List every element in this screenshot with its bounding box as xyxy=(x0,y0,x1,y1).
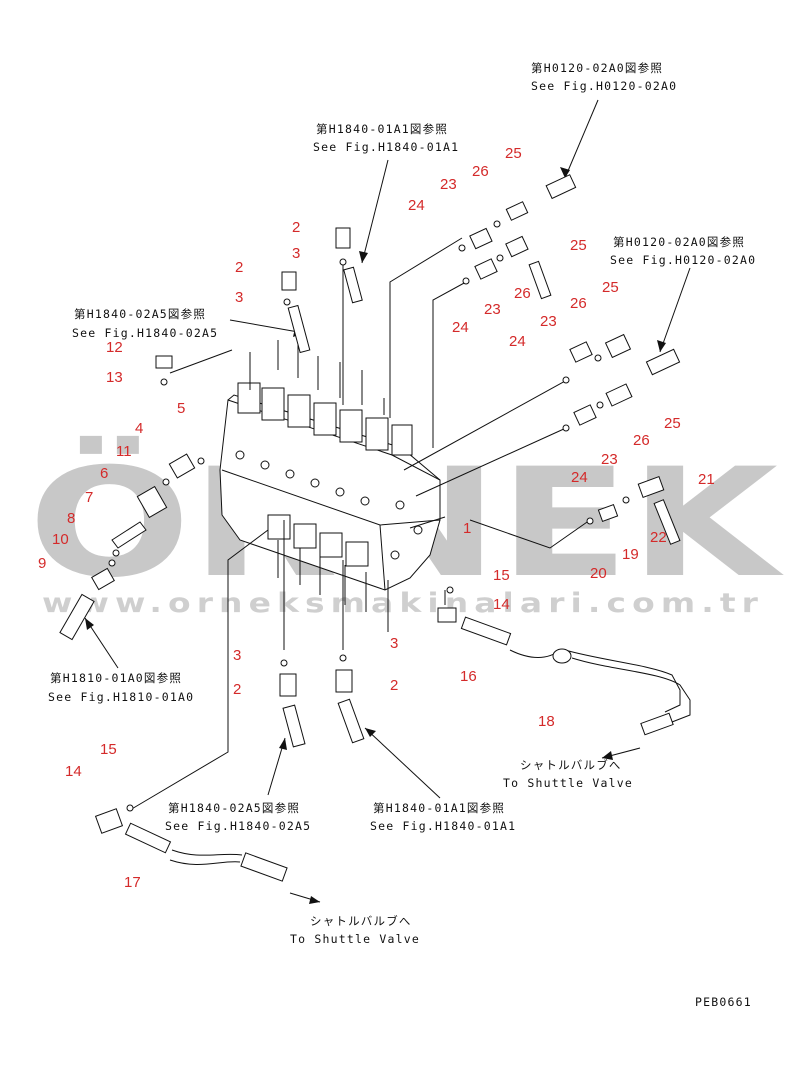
callout-2: 2 xyxy=(292,219,300,236)
callout-12: 12 xyxy=(106,339,123,356)
ref-h0120-top-en: See Fig.H0120-02A0 xyxy=(531,79,677,93)
reference-labels: 第H0120-02A0図参照 See Fig.H0120-02A0 第H0120… xyxy=(48,61,756,1009)
drawing-code: PEB0661 xyxy=(695,995,752,1009)
callout-6: 6 xyxy=(100,465,108,482)
callout-7: 7 xyxy=(85,489,93,506)
ref-h1810-en: See Fig.H1810-01A0 xyxy=(48,690,194,704)
callout-16: 16 xyxy=(460,668,477,685)
callout-23: 23 xyxy=(484,301,501,318)
callout-13: 13 xyxy=(106,369,123,386)
callout-24: 24 xyxy=(571,469,588,486)
callout-25: 25 xyxy=(570,237,587,254)
callout-2: 2 xyxy=(233,681,241,698)
ref-h1840-01a1-bottom-en: See Fig.H1840-01A1 xyxy=(370,819,516,833)
callout-3: 3 xyxy=(233,647,241,664)
callout-10: 10 xyxy=(52,531,69,548)
callout-14: 14 xyxy=(65,763,82,780)
ref-h0120-right-jp: 第H0120-02A0図参照 xyxy=(613,235,745,249)
ref-h1840-01a1-top-en: See Fig.H1840-01A1 xyxy=(313,140,459,154)
callout-5: 5 xyxy=(177,400,185,417)
callout-26: 26 xyxy=(570,295,587,312)
ref-shuttle-right-en: To Shuttle Valve xyxy=(503,776,633,790)
callout-23: 23 xyxy=(540,313,557,330)
ref-shuttle-bottom-en: To Shuttle Valve xyxy=(290,932,420,946)
ref-h1840-01a1-top-jp: 第H1840-01A1図参照 xyxy=(316,122,448,136)
ports xyxy=(235,450,423,560)
watermark-url: www.orneksmakinalari.com.tr xyxy=(42,588,764,619)
callout-24: 24 xyxy=(452,319,469,336)
callout-3: 3 xyxy=(390,635,398,652)
callout-14: 14 xyxy=(493,596,510,613)
ref-h1840-01a1-bottom-jp: 第H1840-01A1図参照 xyxy=(373,801,505,815)
spool-caps-bottom xyxy=(267,514,369,567)
callout-26: 26 xyxy=(472,163,489,180)
callout-2: 2 xyxy=(235,259,243,276)
ref-h1840-02a5-left-en: See Fig.H1840-02A5 xyxy=(72,326,218,340)
ref-h1840-02a5-bottom-en: See Fig.H1840-02A5 xyxy=(165,819,311,833)
callout-15: 15 xyxy=(100,741,117,758)
callout-2: 2 xyxy=(390,677,398,694)
callout-numbers: 1 2 2 2 2 3 3 3 3 4 5 6 7 8 9 10 11 12 1… xyxy=(38,145,715,891)
ref-h1840-02a5-bottom-jp: 第H1840-02A5図参照 xyxy=(168,801,300,815)
ref-h0120-right-en: See Fig.H0120-02A0 xyxy=(610,253,756,267)
callout-11: 11 xyxy=(116,443,132,460)
reference-arrows xyxy=(84,99,691,904)
callout-20: 20 xyxy=(590,565,607,582)
callout-3: 3 xyxy=(235,289,243,306)
callout-4: 4 xyxy=(135,420,143,437)
callout-1: 1 xyxy=(463,520,471,537)
callout-25: 25 xyxy=(664,415,681,432)
ref-shuttle-right-jp: シャトルバルブへ xyxy=(520,758,622,772)
fittings xyxy=(59,174,681,882)
ref-shuttle-bottom-jp: シャトルバルブへ xyxy=(310,914,412,928)
leader-lines xyxy=(129,237,691,866)
ref-h1810-jp: 第H1810-01A0図参照 xyxy=(50,671,182,685)
callout-25: 25 xyxy=(602,279,619,296)
callout-23: 23 xyxy=(601,451,618,468)
callout-26: 26 xyxy=(514,285,531,302)
callout-8: 8 xyxy=(67,510,75,527)
callout-9: 9 xyxy=(38,555,46,572)
callout-18: 18 xyxy=(538,713,555,730)
control-valve-body xyxy=(219,340,441,632)
callout-24: 24 xyxy=(509,333,526,350)
ref-h1840-02a5-left-jp: 第H1840-02A5図参照 xyxy=(74,307,206,321)
callout-26: 26 xyxy=(633,432,650,449)
spool-caps xyxy=(237,382,413,456)
callout-25: 25 xyxy=(505,145,522,162)
callout-22: 22 xyxy=(650,529,667,546)
callout-17: 17 xyxy=(124,874,141,891)
callout-19: 19 xyxy=(622,546,639,563)
callout-15: 15 xyxy=(493,567,510,584)
ref-h0120-top-jp: 第H0120-02A0図参照 xyxy=(531,61,663,75)
callout-3: 3 xyxy=(292,245,300,262)
callout-21: 21 xyxy=(698,471,715,488)
callout-23: 23 xyxy=(440,176,457,193)
callout-24: 24 xyxy=(408,197,425,214)
